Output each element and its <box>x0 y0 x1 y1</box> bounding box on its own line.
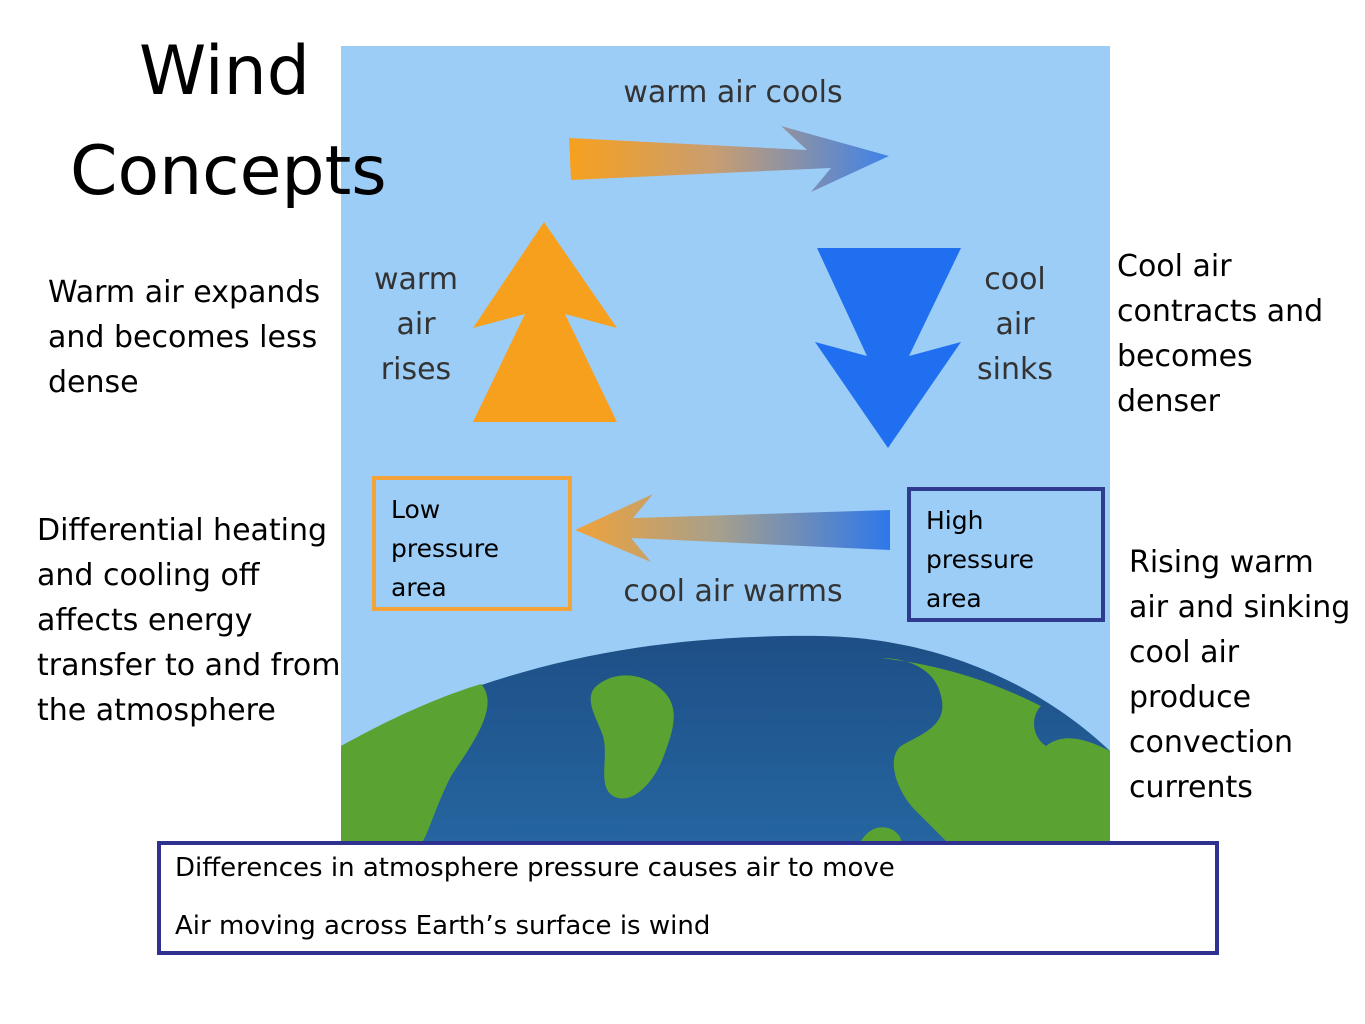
label-cool: cool <box>984 262 1046 297</box>
text-line: Cool air <box>1117 249 1232 284</box>
box-line: pressure <box>926 545 1034 574</box>
text-line: contracts and <box>1117 294 1324 329</box>
cool-down-arrow <box>815 248 961 448</box>
warm-air-text: Warm air expands and becomes less dense <box>48 270 320 405</box>
text-line: denser <box>1117 384 1220 419</box>
text-line: air and sinking <box>1129 590 1351 625</box>
high-pressure-box: High pressure area <box>907 487 1105 622</box>
text-line: convection <box>1129 725 1294 760</box>
label-air-right: air <box>995 307 1035 342</box>
land-bottom <box>861 827 901 841</box>
summary-box: Differences in atmosphere pressure cause… <box>157 841 1219 955</box>
text-line: currents <box>1129 770 1253 805</box>
page-title-line-2: Concepts <box>70 132 387 211</box>
label-air-left: air <box>396 307 436 342</box>
text-line: Warm air expands <box>48 275 321 310</box>
text-line: Differential heating <box>37 513 328 548</box>
earth-globe <box>341 635 1110 841</box>
box-line: High <box>926 506 984 535</box>
land-center <box>590 675 674 799</box>
warm-up-arrow <box>473 222 617 422</box>
page-title-line-1: Wind <box>139 32 310 111</box>
convection-text: Rising warm air and sinking cool air pro… <box>1129 540 1350 810</box>
label-cool-air-warms: cool air warms <box>623 574 842 609</box>
text-line: the atmosphere <box>37 693 276 728</box>
text-line: dense <box>48 365 139 400</box>
label-rises: rises <box>381 352 451 387</box>
cool-air-text: Cool air contracts and becomes denser <box>1117 244 1323 424</box>
label-warm-air-cools: warm air cools <box>623 75 842 110</box>
text-line: Rising warm <box>1129 545 1314 580</box>
text-line: produce <box>1129 680 1252 715</box>
label-warm: warm <box>374 262 458 297</box>
text-line: cool air <box>1129 635 1240 670</box>
box-line: Low <box>391 495 441 524</box>
text-line: and cooling off <box>37 558 260 593</box>
low-pressure-box: Low pressure area <box>372 476 572 611</box>
convection-diagram: warm air cools warm air rises cool air s… <box>341 46 1110 841</box>
top-arrow <box>569 126 889 192</box>
land-right <box>881 658 1110 841</box>
text-line: becomes <box>1117 339 1253 374</box>
differential-heating-text: Differential heating and cooling off aff… <box>37 508 340 733</box>
label-sinks: sinks <box>977 352 1053 387</box>
box-line: area <box>926 584 982 613</box>
bottom-arrow <box>575 494 890 562</box>
summary-line-wind: Air moving across Earth’s surface is win… <box>175 911 711 941</box>
land-left <box>341 684 488 841</box>
text-line: affects energy <box>37 603 253 638</box>
box-line: pressure <box>391 534 499 563</box>
box-line: area <box>391 573 447 602</box>
text-line: transfer to and from <box>37 648 341 683</box>
text-line: and becomes less <box>48 320 318 355</box>
summary-line-pressure: Differences in atmosphere pressure cause… <box>175 853 895 883</box>
